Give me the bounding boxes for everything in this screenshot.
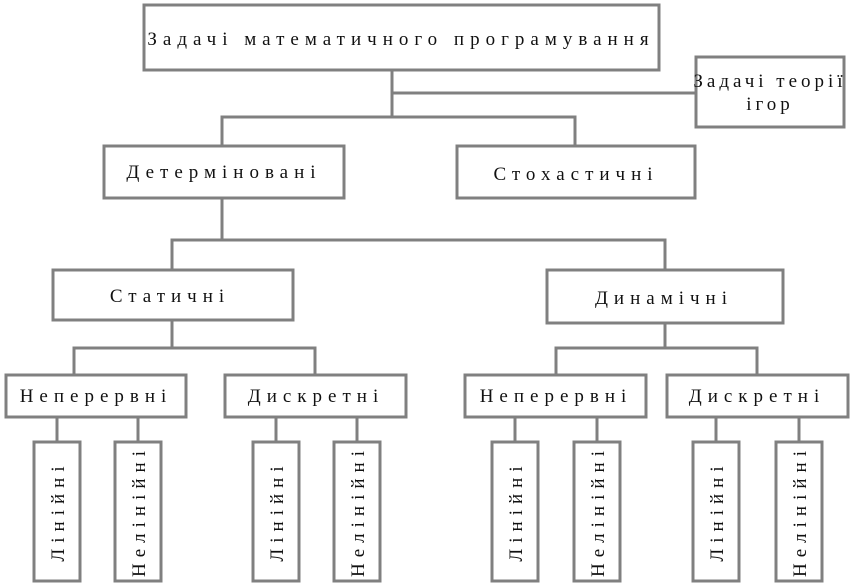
game-theory-label-line1: Задачі теорії [693,71,846,92]
leaf-label: Нелінійні [790,445,811,577]
node-static: Статичні [51,268,295,322]
node-static-discrete: Дискретні [223,373,408,419]
node-leaf-static-discrete-nonlinear: Нелінійні [332,440,382,583]
stochastic-label: Стохастичні [493,164,658,185]
static-continuous-label: Неперервні [20,386,173,407]
leaf-label: Нелінійні [348,445,369,577]
node-leaf-static-continuous-nonlinear: Нелінійні [113,440,163,583]
node-leaf-dynamic-discrete-nonlinear: Нелінійні [774,440,824,583]
root-label: Задачі математичного програмування [147,29,654,50]
dynamic-discrete-label: Дискретні [689,386,825,407]
leaf-label: Нелінійні [129,445,150,577]
node-deterministic: Детерміновані [102,144,346,200]
node-dynamic-discrete: Дискретні [665,373,850,419]
node-leaf-dynamic-continuous-nonlinear: Нелінійні [572,440,622,583]
node-leaf-static-continuous-linear: Лінійні [32,440,82,583]
leaf-label: Лінійні [48,460,69,561]
node-game-theory: Задачі теорії ігор [693,55,846,129]
dynamic-label: Динамічні [595,288,733,309]
leaf-label: Лінійні [707,460,728,561]
game-theory-label-line2: ігор [746,94,794,115]
leaf-label: Нелінійні [588,445,609,577]
leaf-label: Лінійні [506,460,527,561]
static-label: Статичні [110,286,230,307]
connectors [55,68,801,444]
node-static-continuous: Неперервні [4,373,188,419]
node-dynamic-continuous: Неперервні [463,373,648,419]
node-stochastic: Стохастичні [455,144,697,200]
leaf-label: Лінійні [267,460,288,561]
node-leaf-dynamic-discrete-linear: Лінійні [691,440,741,583]
node-dynamic: Динамічні [545,268,785,325]
node-root: Задачі математичного програмування [142,3,661,72]
dynamic-continuous-label: Неперервні [480,386,633,407]
static-discrete-label: Дискретні [248,386,384,407]
node-leaf-dynamic-continuous-linear: Лінійні [490,440,540,583]
deterministic-label: Детерміновані [126,162,321,183]
node-leaf-static-discrete-linear: Лінійні [251,440,301,583]
